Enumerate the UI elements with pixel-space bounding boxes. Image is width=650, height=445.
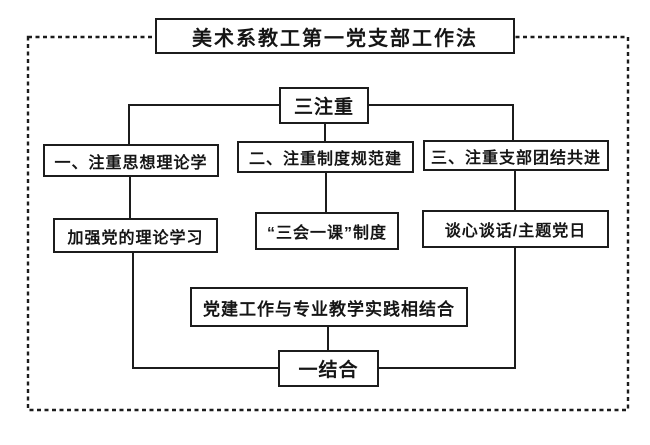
diagram-title: 美术系教工第一党支部工作法 [155, 18, 515, 54]
node-branch-1-detail: 加强党的理论学习 [53, 218, 218, 253]
node-branch-1-heading: 一、注重思想理论学 [43, 144, 219, 177]
connector-detail1-to-bottom [132, 251, 279, 369]
connector-top-to-branch3 [368, 104, 514, 142]
node-branch-2-detail: “三会一课”制度 [255, 212, 399, 250]
node-integration: 党建工作与专业教学实践相结合 [190, 287, 468, 327]
node-branch-2-heading: 二、注重制度规范建 [237, 141, 414, 173]
node-branch-3-heading: 三、注重支部团结共进 [423, 140, 609, 171]
node-branch-3-detail: 谈心谈话/主题党日 [422, 210, 609, 248]
node-three-emphases: 三注重 [279, 87, 369, 124]
connector-top-to-branch1 [128, 104, 279, 146]
node-one-combination: 一结合 [278, 350, 379, 387]
connector-detail3-to-bottom [378, 246, 516, 369]
